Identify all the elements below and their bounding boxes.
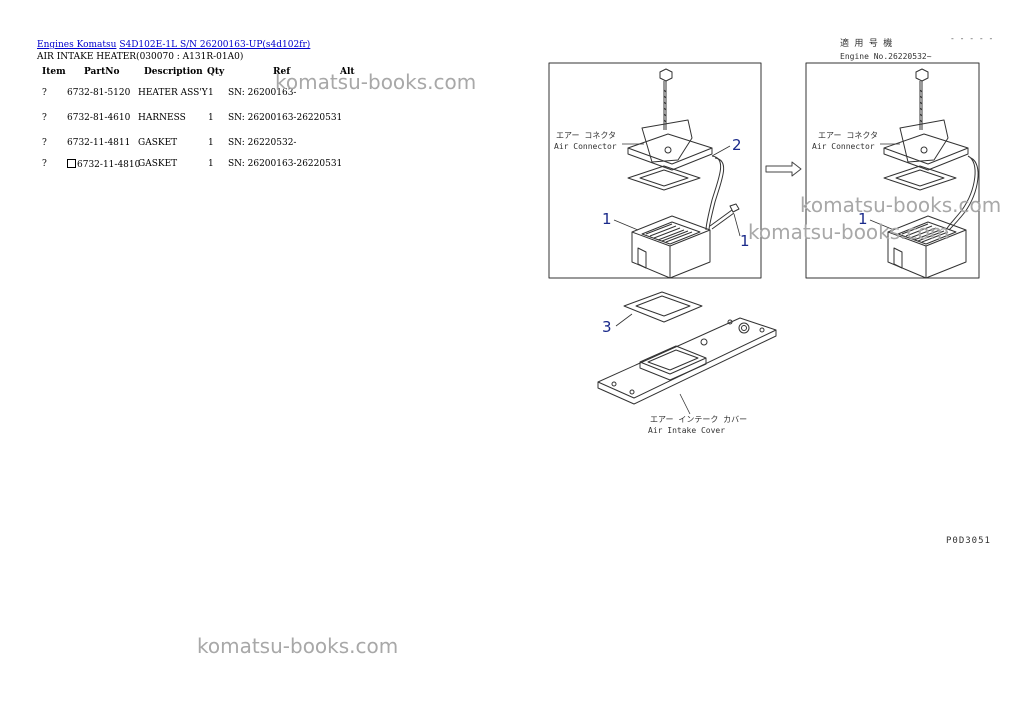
transition-arrow-icon — [765, 161, 802, 177]
air-connector-housing — [627, 119, 713, 171]
column-header-description: Description — [144, 67, 203, 77]
bolt-icon-right — [915, 68, 929, 130]
page-subtitle: AIR INTAKE HEATER(030070 : A131R-01A0) — [37, 52, 244, 62]
engine-no-label: Engine No.26220532~ — [840, 52, 932, 61]
small-bolt-icon — [709, 203, 740, 230]
heater-body-right — [887, 215, 967, 279]
row-item: ? — [42, 113, 47, 123]
air-connector-housing-right — [883, 119, 969, 171]
row-qty: 1 — [208, 113, 214, 123]
row-partno-with-box: 6732-11-4810 — [67, 159, 140, 170]
row-item: ? — [42, 138, 47, 148]
row-partno: 6732-81-5120 — [67, 88, 131, 98]
air-connector-label-right: Air Connector — [812, 142, 875, 151]
bolt-icon — [659, 68, 673, 130]
row-qty: 1 — [208, 138, 214, 148]
air-intake-cover-label: Air Intake Cover — [648, 426, 725, 435]
harness-wire-right — [945, 155, 979, 231]
callout-3: 3 — [602, 318, 612, 336]
checkbox-square-icon — [67, 159, 76, 168]
air-connector-label: Air Connector — [554, 142, 617, 151]
gasket-upper-right — [883, 165, 957, 191]
diagram-reference-code: P0D3051 — [946, 536, 991, 546]
jp-air-connector-label: エアー コネクタ — [556, 131, 616, 140]
callout-2: 2 — [732, 136, 742, 154]
breadcrumb: Engines Komatsu S4D102E-1L S/N 26200163-… — [37, 40, 310, 50]
row-ref: SN: 26200163-26220531 — [228, 159, 343, 169]
row-description: HARNESS — [138, 113, 186, 123]
parts-diagram: 適 用 号 機 Engine No.26220532~ - - - - - — [548, 34, 993, 435]
row-ref: SN: 26200163-26220531 — [228, 113, 343, 123]
callout-1-bolt: 1 — [740, 232, 750, 250]
column-header-qty: Qty — [207, 67, 225, 77]
watermark-bottom: komatsu-books.com — [197, 634, 399, 658]
row-ref: SN: 26200163- — [228, 88, 297, 98]
right-diagram-frame — [805, 62, 980, 279]
watermark-right-2: komatsu-books.com — [748, 220, 950, 244]
row-partno: 6732-11-4810 — [77, 160, 141, 170]
watermark-right-1: komatsu-books.com — [800, 193, 1002, 217]
breadcrumb-link-model[interactable]: S4D102E-1L S/N 26200163-UP(s4d102fr) — [119, 40, 311, 50]
row-ref: SN: 26220532- — [228, 138, 297, 148]
column-header-partno: PartNo — [84, 67, 120, 77]
jp-air-connector-label-right: エアー コネクタ — [818, 131, 878, 140]
air-intake-cover-plate — [597, 317, 777, 405]
row-item: ? — [42, 159, 47, 169]
row-qty: 1 — [208, 88, 214, 98]
harness-wire — [705, 155, 725, 231]
column-header-ref: Ref — [273, 67, 291, 77]
left-diagram-frame — [548, 62, 762, 279]
gasket-lower — [623, 291, 703, 323]
callout-1-heater: 1 — [602, 210, 612, 228]
jp-air-intake-cover-label: エアー インテーク カバー — [650, 415, 747, 424]
row-item: ? — [42, 88, 47, 98]
row-description: GASKET — [138, 159, 178, 169]
top-right-code: - - - - - — [950, 34, 993, 43]
row-partno: 6732-81-4610 — [67, 113, 131, 123]
column-header-alt: Alt — [340, 67, 355, 77]
breadcrumb-link-engines-komatsu[interactable]: Engines Komatsu — [37, 40, 117, 50]
row-partno: 6732-11-4811 — [67, 138, 131, 148]
watermark-top: komatsu-books.com — [275, 70, 477, 94]
column-header-item: Item — [42, 67, 66, 77]
row-description: GASKET — [138, 138, 178, 148]
jp-label-applicable: 適 用 号 機 — [840, 37, 892, 49]
gasket-upper — [627, 165, 701, 191]
heater-body — [631, 215, 711, 279]
row-qty: 1 — [208, 159, 214, 169]
row-description: HEATER ASS'Y — [138, 88, 208, 98]
callout-1-heater-right: 1 — [858, 210, 868, 228]
